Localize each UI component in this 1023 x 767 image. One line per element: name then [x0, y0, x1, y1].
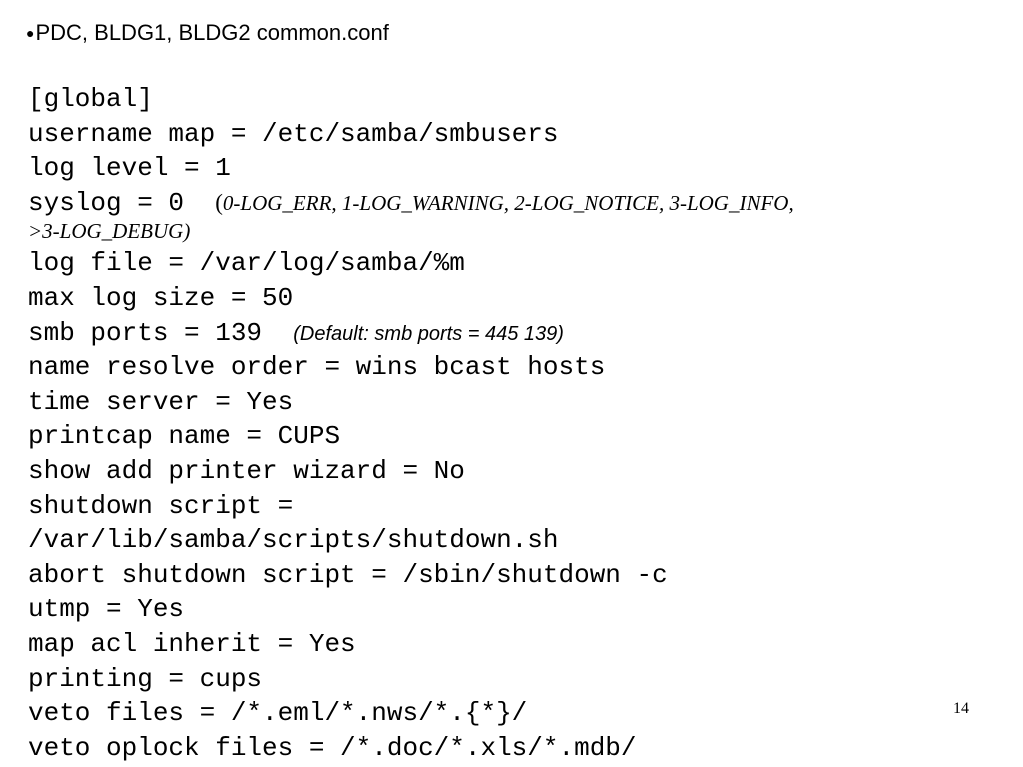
- config-line-show-add-printer-wizard: show add printer wizard = No: [28, 455, 465, 486]
- config-line-username-map: username map = /etc/samba/smbusers: [28, 118, 559, 149]
- note-open-paren: (: [215, 189, 223, 215]
- config-line-global: [global]: [28, 84, 153, 114]
- bullet-icon: ●: [26, 25, 35, 41]
- config-line-abort-shutdown-script: abort shutdown script = /sbin/shutdown -…: [28, 559, 668, 590]
- config-line-syslog: syslog = 0 (0-LOG_ERR, 1-LOG_WARNING, 2-…: [28, 186, 1008, 221]
- slide-heading: ●PDC, BLDG1, BLDG2 common.conf: [26, 20, 389, 46]
- config-line-max-log-size: max log size = 50: [28, 282, 294, 313]
- config-line-log-file: log file = /var/log/samba/%m: [28, 248, 465, 279]
- config-line-shutdown-script: shutdown script =: [28, 490, 294, 521]
- syslog-levels-text: 0-LOG_ERR, 1-LOG_WARNING, 2-LOG_NOTICE, …: [222, 190, 794, 215]
- page-number: 14: [953, 700, 969, 717]
- config-line-map-acl-inherit: map acl inherit = Yes: [28, 628, 356, 659]
- config-line-smb-ports: smb ports = 139 (Default: smb ports = 44…: [28, 316, 1008, 351]
- config-line-shutdown-script-path: /var/lib/samba/scripts/shutdown.sh: [28, 525, 559, 556]
- config-line-printing: printing = cups: [28, 663, 263, 694]
- smb-ports-setting: smb ports = 139: [28, 317, 263, 348]
- heading-text: PDC, BLDG1, BLDG2 common.conf: [35, 20, 389, 45]
- smb-ports-default-note: (Default: smb ports = 445 139): [293, 322, 564, 345]
- config-line-log-level: log level = 1: [28, 153, 231, 184]
- config-line-veto-files: veto files = /*.eml/*.nws/*.{*}/: [28, 698, 528, 729]
- config-block: [global] username map = /etc/samba/smbus…: [28, 82, 1008, 765]
- syslog-levels-note-continued: >3-LOG_DEBUG): [28, 219, 191, 244]
- syslog-levels-note: (0-LOG_ERR, 1-LOG_WARNING, 2-LOG_NOTICE,…: [215, 189, 794, 215]
- syslog-setting: syslog = 0: [28, 187, 185, 218]
- config-line-name-resolve-order: name resolve order = wins bcast hosts: [28, 352, 606, 383]
- config-line-utmp: utmp = Yes: [28, 594, 185, 625]
- config-line-printcap-name: printcap name = CUPS: [28, 421, 341, 452]
- config-line-time-server: time server = Yes: [28, 386, 294, 417]
- config-line-veto-oplock-files: veto oplock files = /*.doc/*.xls/*.mdb/: [28, 732, 637, 763]
